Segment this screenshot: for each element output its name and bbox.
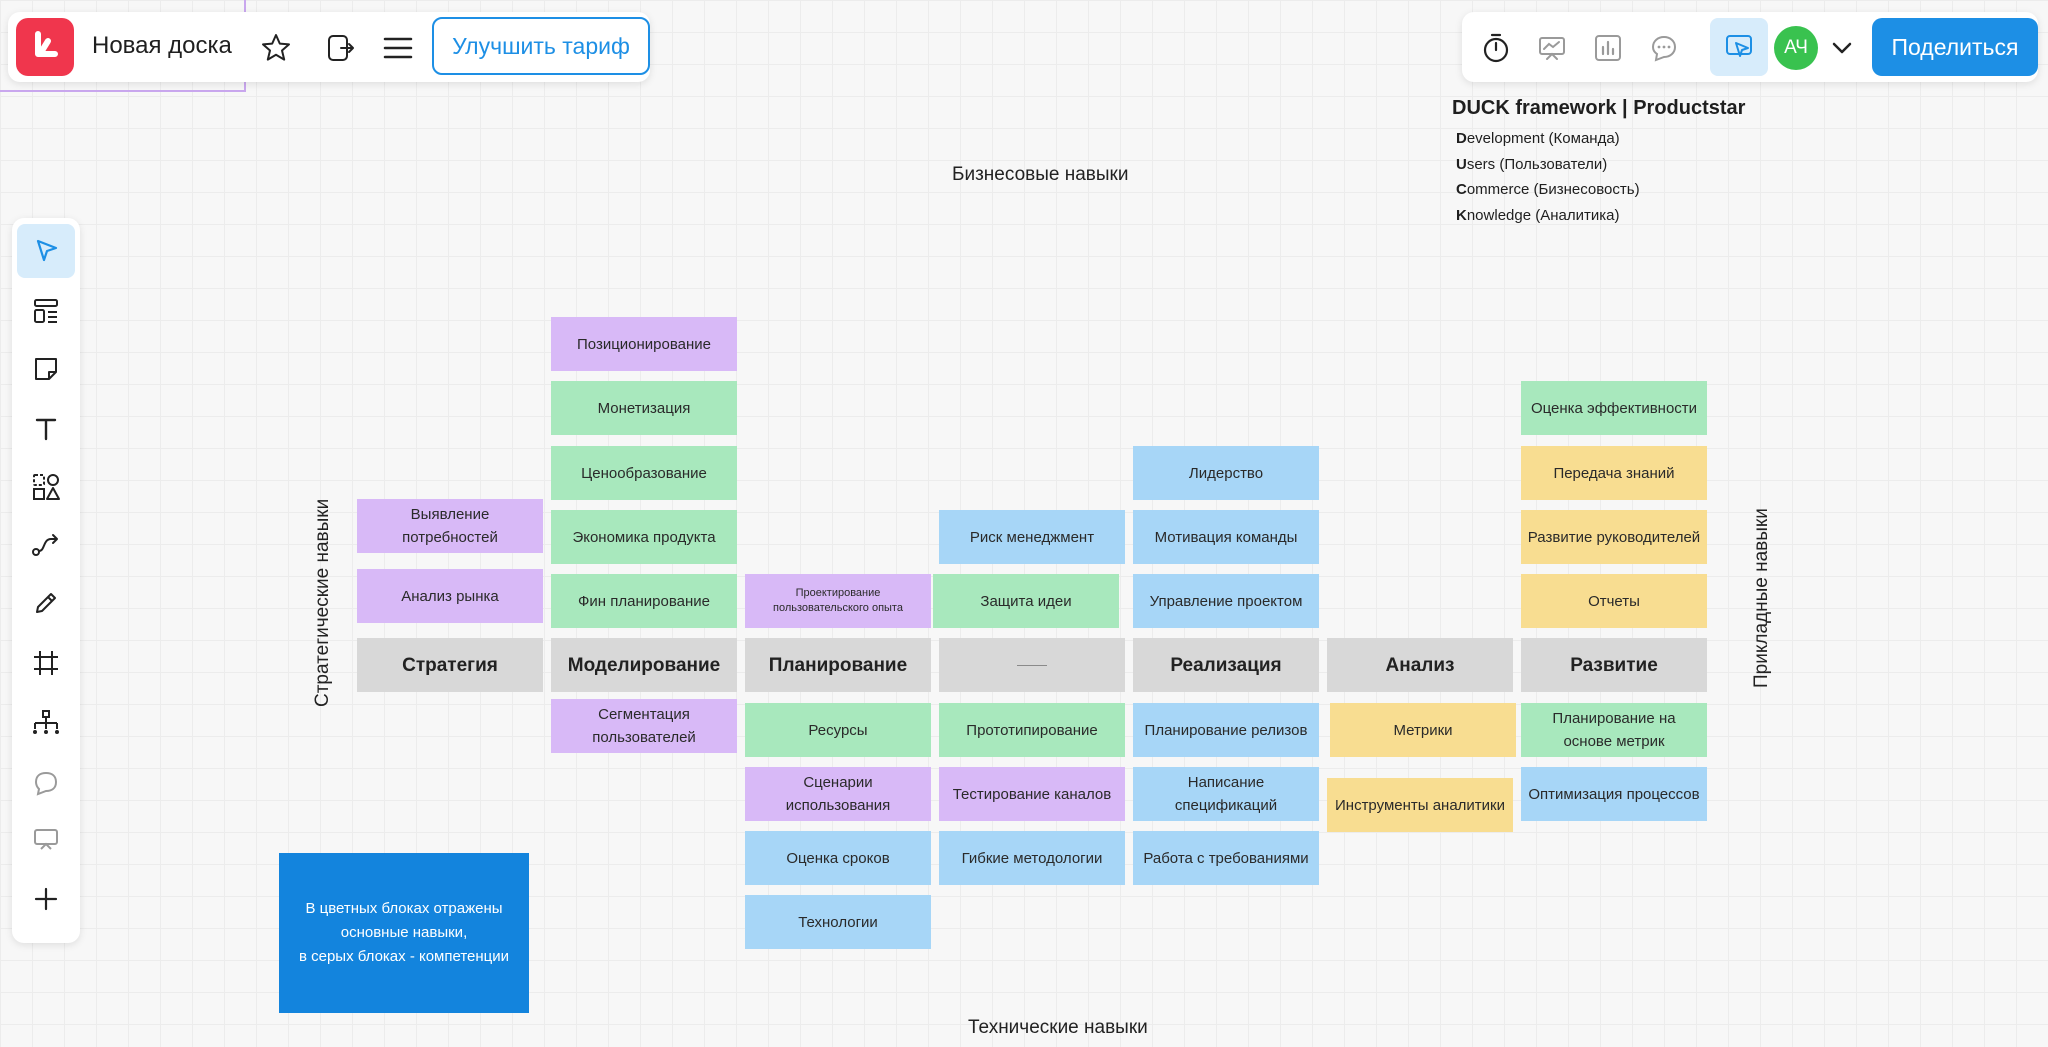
sticky-note[interactable]: Метрики bbox=[1330, 703, 1516, 757]
sticky-note[interactable]: Передача знаний bbox=[1521, 446, 1707, 500]
mindmap-icon[interactable] bbox=[17, 696, 75, 750]
axis-label-right: Прикладные навыки bbox=[1751, 508, 1772, 688]
sticky-note[interactable]: Гибкие методологии bbox=[939, 831, 1125, 885]
sticky-note[interactable]: Оценка эффективности bbox=[1521, 381, 1707, 435]
pen-icon[interactable] bbox=[17, 576, 75, 630]
tool-panel bbox=[12, 218, 80, 943]
app-logo[interactable] bbox=[16, 18, 74, 76]
duck-line-development: Development (Команда) bbox=[1456, 130, 1620, 147]
header-modeling[interactable]: Моделирование bbox=[551, 638, 737, 692]
duck-line-users: Users (Пользователи) bbox=[1456, 156, 1608, 173]
sticky-note[interactable]: Оптимизация процессов bbox=[1521, 767, 1707, 821]
board-toolbar: Новая доска Улучшить тариф bbox=[8, 12, 650, 82]
star-icon[interactable] bbox=[258, 30, 294, 66]
sticky-note[interactable]: Работа с требованиями bbox=[1133, 831, 1319, 885]
avatar[interactable]: АЧ bbox=[1774, 26, 1818, 70]
chart-icon[interactable] bbox=[1584, 24, 1632, 72]
sticky-note[interactable]: Тестирование каналов bbox=[939, 767, 1125, 821]
duck-line-commerce: Commerce (Бизнесовость) bbox=[1456, 181, 1640, 198]
sticky-note[interactable]: Сегментация пользователей bbox=[551, 699, 737, 753]
board-title[interactable]: Новая доска bbox=[92, 32, 232, 59]
select-icon[interactable] bbox=[17, 224, 75, 278]
sticky-note[interactable]: Отчеты bbox=[1521, 574, 1707, 628]
duck-line-knowledge: Knowledge (Аналитика) bbox=[1456, 207, 1620, 224]
axis-label-left: Стратегические навыки bbox=[312, 498, 333, 707]
header-empty[interactable] bbox=[939, 638, 1125, 692]
chevron-down-icon[interactable] bbox=[1824, 24, 1860, 72]
templates-icon[interactable] bbox=[17, 284, 75, 338]
connector-icon[interactable] bbox=[17, 518, 75, 572]
sticky-note[interactable]: Риск менеджмент bbox=[939, 510, 1125, 564]
share-button[interactable]: Поделиться bbox=[1872, 18, 2038, 76]
collaboration-toolbar: АЧ Поделиться bbox=[1462, 12, 2038, 82]
sticky-note[interactable]: Инструменты аналитики bbox=[1327, 778, 1513, 832]
header-realization[interactable]: Реализация bbox=[1133, 638, 1319, 692]
export-icon[interactable] bbox=[322, 30, 358, 66]
shapes-icon[interactable] bbox=[17, 460, 75, 514]
sticky-note[interactable]: Позиционирование bbox=[551, 317, 737, 371]
sticky-note[interactable]: Проектирование пользовательского опыта bbox=[745, 574, 931, 628]
selection-frame-edge bbox=[0, 90, 246, 92]
sticky-note[interactable]: Защита идеи bbox=[933, 574, 1119, 628]
sticky-note[interactable]: Экономика продукта bbox=[551, 510, 737, 564]
sticky-note[interactable]: Анализ рынка bbox=[357, 569, 543, 623]
header-strategy[interactable]: Стратегия bbox=[357, 638, 543, 692]
menu-icon[interactable] bbox=[380, 30, 416, 66]
cursor-follow-icon[interactable] bbox=[1710, 18, 1768, 76]
sticky-note[interactable]: Монетизация bbox=[551, 381, 737, 435]
sticky-note-icon[interactable] bbox=[17, 342, 75, 396]
sticky-note[interactable]: Лидерство bbox=[1133, 446, 1319, 500]
sticky-note[interactable]: Выявление потребностей bbox=[357, 499, 543, 553]
sticky-note[interactable]: Сценарии использования bbox=[745, 767, 931, 821]
sticky-note[interactable]: Написание спецификаций bbox=[1133, 767, 1319, 821]
sticky-note[interactable]: Прототипирование bbox=[939, 703, 1125, 757]
text-icon[interactable] bbox=[17, 402, 75, 456]
sticky-note[interactable]: Ценообразование bbox=[551, 446, 737, 500]
sticky-note[interactable]: Фин планирование bbox=[551, 574, 737, 628]
duck-title: DUCK framework | Productstar bbox=[1452, 97, 1746, 119]
sticky-note[interactable]: Развитие руководителей bbox=[1521, 510, 1707, 564]
info-note-text: В цветных блоках отражены основные навык… bbox=[298, 900, 510, 965]
comments-icon[interactable] bbox=[1640, 24, 1688, 72]
presentation-icon[interactable] bbox=[1528, 24, 1576, 72]
sticky-note[interactable]: Мотивация команды bbox=[1133, 510, 1319, 564]
sticky-note[interactable]: Ресурсы bbox=[745, 703, 931, 757]
header-analysis[interactable]: Анализ bbox=[1327, 638, 1513, 692]
plus-icon[interactable] bbox=[17, 872, 75, 926]
upgrade-plan-button[interactable]: Улучшить тариф bbox=[432, 17, 650, 75]
header-development[interactable]: Развитие bbox=[1521, 638, 1707, 692]
sticky-note[interactable]: Управление проектом bbox=[1133, 574, 1319, 628]
header-planning[interactable]: Планирование bbox=[745, 638, 931, 692]
empty-dash bbox=[1017, 664, 1047, 666]
sticky-note[interactable]: Планирование релизов bbox=[1133, 703, 1319, 757]
axis-label-bottom: Технические навыки bbox=[968, 1017, 1148, 1038]
sticky-note[interactable]: Технологии bbox=[745, 895, 931, 949]
timer-icon[interactable] bbox=[1472, 24, 1520, 72]
comment-icon[interactable] bbox=[17, 756, 75, 810]
sticky-note[interactable]: Планирование на основе метрик bbox=[1521, 703, 1707, 757]
sticky-note[interactable]: Оценка сроков bbox=[745, 831, 931, 885]
info-note[interactable]: В цветных блоках отражены основные навык… bbox=[279, 853, 529, 1013]
axis-label-top: Бизнесовые навыки bbox=[952, 164, 1129, 185]
presentation-icon[interactable] bbox=[17, 812, 75, 866]
frame-icon[interactable] bbox=[17, 636, 75, 690]
